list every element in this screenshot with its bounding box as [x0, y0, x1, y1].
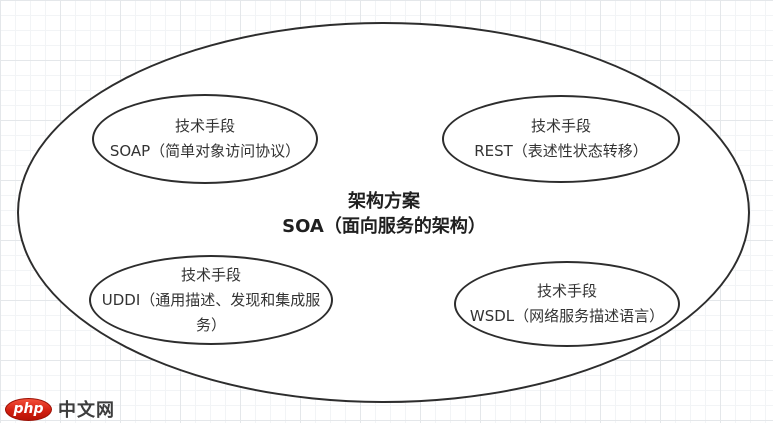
node-soap-line2: SOAP（简单对象访问协议） [109, 142, 301, 160]
watermark-site-name: 中文网 [58, 400, 115, 421]
node-wsdl-line1: 技术手段 [536, 282, 597, 300]
node-soap-line1: 技术手段 [174, 117, 235, 135]
node-rest-line2: REST（表述性状态转移） [474, 142, 648, 160]
node-ellipse-soap: 技术手段 SOAP（简单对象访问协议） [92, 94, 318, 184]
php-logo-icon: php [5, 397, 52, 421]
node-uddi-text: 技术手段 UDDI（通用描述、发现和集成服务） [100, 263, 322, 338]
node-wsdl-line2: WSDL（网络服务描述语言） [469, 307, 665, 325]
node-uddi-line2: UDDI（通用描述、发现和集成服务） [101, 290, 321, 334]
center-title: 架构方案 SOA（面向服务的架构） [234, 189, 534, 239]
node-rest-line1: 技术手段 [530, 117, 591, 135]
center-title-line2: SOA（面向服务的架构） [282, 216, 486, 237]
node-ellipse-rest: 技术手段 REST（表述性状态转移） [442, 95, 680, 183]
node-uddi-line1: 技术手段 [180, 265, 241, 284]
node-ellipse-uddi: 技术手段 UDDI（通用描述、发现和集成服务） [89, 255, 333, 345]
node-wsdl-text: 技术手段 WSDL（网络服务描述语言） [470, 279, 664, 329]
center-title-line1: 架构方案 [348, 191, 420, 212]
node-rest-text: 技术手段 REST（表述性状态转移） [474, 114, 648, 164]
node-ellipse-wsdl: 技术手段 WSDL（网络服务描述语言） [454, 261, 680, 347]
node-soap-text: 技术手段 SOAP（简单对象访问协议） [110, 114, 300, 164]
php-cn-watermark: php 中文网 [5, 396, 115, 422]
